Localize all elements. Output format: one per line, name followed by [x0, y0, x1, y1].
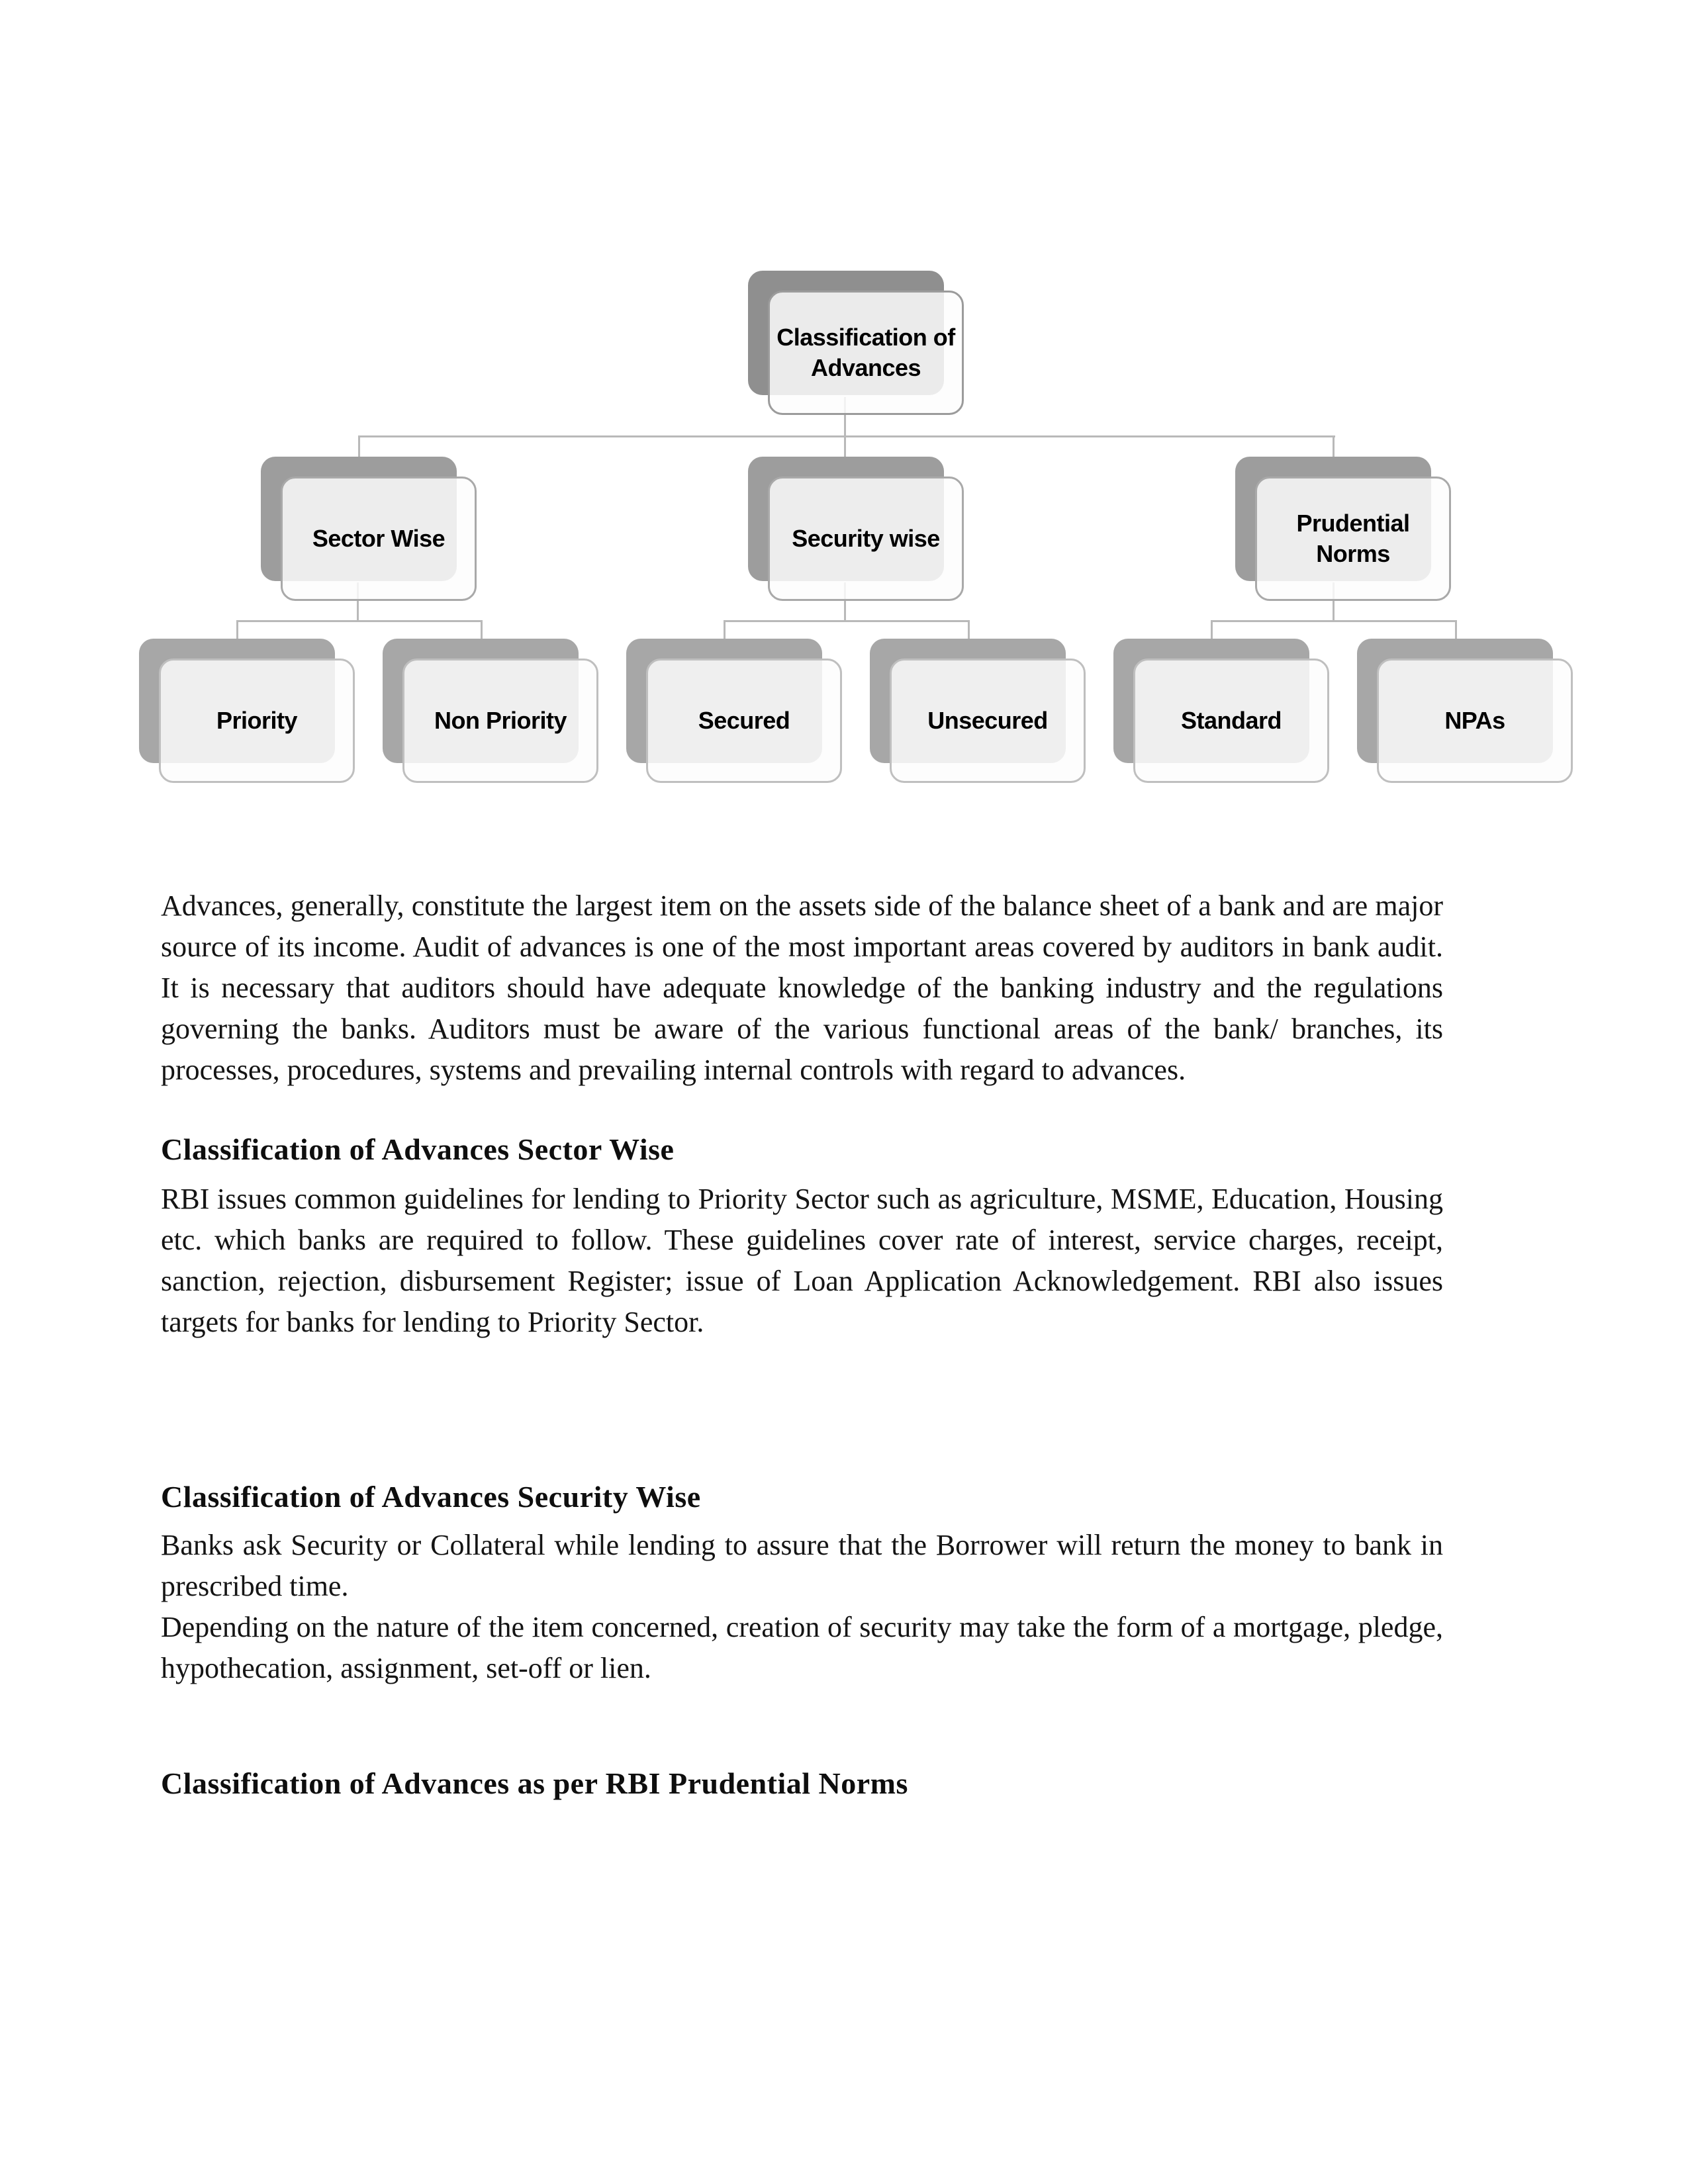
heading-security-wise: Classification of Advances Security Wise	[161, 1480, 701, 1514]
intro-paragraph: Advances, generally, constitute the larg…	[161, 889, 1443, 1086]
security-wise-paragraph-1: Banks ask Security or Collateral while l…	[161, 1529, 1443, 1602]
diagram-node-secured: Secured	[626, 639, 842, 783]
heading-prudential-norms: Classification of Advances as per RBI Pr…	[161, 1766, 908, 1800]
connector-line	[236, 620, 483, 622]
connector-line	[1333, 435, 1335, 459]
diagram-node-standard: Standard	[1113, 639, 1329, 783]
diagram-node-non-priority: Non Priority	[383, 639, 598, 783]
connector-line	[844, 435, 846, 459]
document-body: Advances, generally, constitute the larg…	[161, 886, 1443, 1804]
diagram-node-sector-wise: Sector Wise	[261, 457, 477, 601]
node-box: Unsecured	[890, 659, 1086, 783]
node-label: Prudential Norms	[1296, 510, 1410, 567]
connector-line	[1211, 620, 1213, 641]
diagram-node-unsecured: Unsecured	[870, 639, 1086, 783]
node-box: Priority	[159, 659, 355, 783]
node-label: Sector Wise	[312, 525, 445, 552]
node-label: Non Priority	[434, 707, 567, 734]
node-box: Security wise	[768, 477, 964, 601]
connector-line	[481, 620, 483, 641]
node-box: Non Priority	[402, 659, 598, 783]
connector-line	[358, 435, 360, 459]
node-box: Standard	[1133, 659, 1329, 783]
node-box: Classification of Advances	[768, 291, 964, 415]
connector-line	[844, 397, 846, 435]
diagram-node-npas: NPAs	[1357, 639, 1573, 783]
connector-line	[1455, 620, 1457, 641]
node-box: Secured	[646, 659, 842, 783]
diagram-node-priority: Priority	[139, 639, 355, 783]
classification-of-advances-diagram: Classification of Advances Sector Wise S…	[0, 0, 1688, 834]
diagram-node-prudential-norms: Prudential Norms	[1235, 457, 1451, 601]
security-wise-paragraph-2: Depending on the nature of the item conc…	[161, 1611, 1443, 1684]
connector-line	[724, 620, 726, 641]
node-box: Sector Wise	[281, 477, 477, 601]
diagram-node-security-wise: Security wise	[748, 457, 964, 601]
node-box: NPAs	[1377, 659, 1573, 783]
node-label: Security wise	[792, 525, 940, 552]
connector-line	[358, 435, 1335, 437]
connector-line	[357, 582, 359, 620]
node-label: Standard	[1180, 707, 1282, 734]
connector-line	[1211, 620, 1457, 622]
node-label: Unsecured	[927, 707, 1048, 734]
diagram-node-classification-of-advances: Classification of Advances	[748, 271, 964, 415]
node-label: Secured	[698, 707, 790, 734]
node-label: Classification of Advances	[776, 324, 955, 381]
node-box: Prudential Norms	[1255, 477, 1451, 601]
connector-line	[724, 620, 970, 622]
connector-line	[844, 582, 846, 620]
connector-line	[968, 620, 970, 641]
connector-line	[236, 620, 238, 641]
node-label: Priority	[216, 707, 298, 734]
connector-line	[1333, 582, 1335, 620]
node-label: NPAs	[1444, 707, 1505, 734]
heading-sector-wise: Classification of Advances Sector Wise	[161, 1132, 675, 1166]
sector-wise-paragraph: RBI issues common guidelines for lending…	[161, 1183, 1443, 1338]
